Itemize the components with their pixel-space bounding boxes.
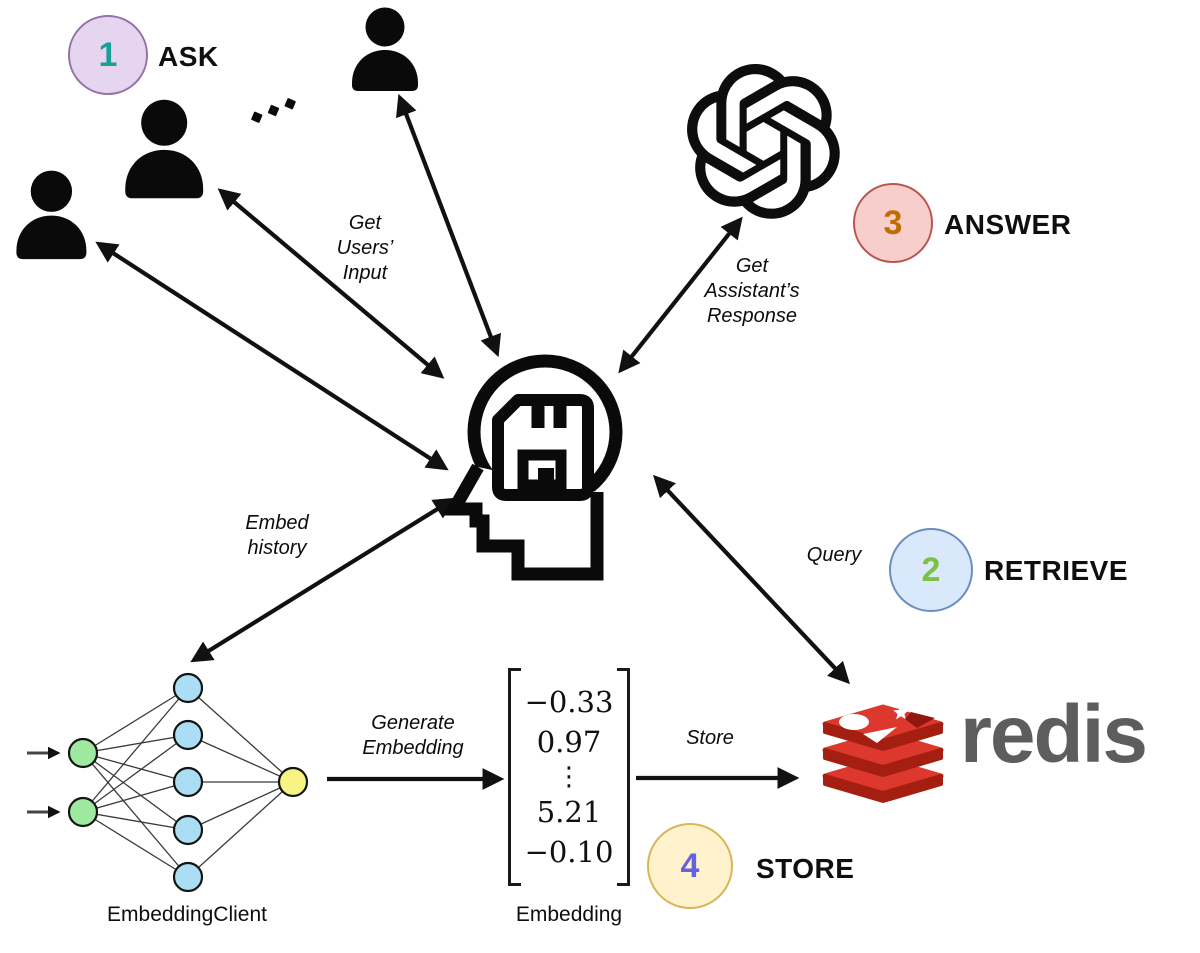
vector-right-bracket — [617, 668, 630, 886]
arrow-assistant-embedder — [190, 497, 456, 663]
redis-square-shape — [905, 712, 935, 728]
step-label-ask: ASK — [158, 41, 219, 72]
step-badge-2: 2 — [889, 528, 973, 612]
nn-input-node — [67, 737, 99, 769]
nn-hidden-node — [172, 861, 204, 893]
arrow-assistant-redis-query — [653, 474, 850, 685]
nn-hidden-node — [172, 719, 204, 751]
edge-label-query: Query — [806, 544, 862, 566]
edge-label-get-users-input: Get Users’ Input — [336, 212, 394, 284]
step-badge-3: 3 — [853, 183, 933, 263]
openai-logo-icon — [687, 64, 840, 219]
step-label-retrieve: RETRIEVE — [984, 555, 1129, 586]
memory-card-icon — [492, 394, 594, 501]
step-number: 2 — [921, 550, 941, 589]
vector-value: −0.33 — [524, 685, 614, 719]
redis-logo-icon — [822, 704, 944, 803]
edge-label-generate-embedding: Generate Embedding — [362, 712, 464, 759]
embedding-client-caption: EmbeddingClient — [107, 903, 267, 926]
vector-value: 5.21 — [536, 795, 602, 829]
vector-vertical-ellipsis: ⋮ — [556, 762, 582, 792]
vector-left-bracket — [508, 668, 521, 886]
vector-value: 0.97 — [536, 725, 602, 759]
step-number: 1 — [98, 35, 118, 74]
redis-ellipse-shape — [839, 714, 869, 730]
step-badge-1: 1 — [68, 15, 148, 95]
redis-wordmark: redis — [960, 689, 1148, 780]
step-badge-4: 4 — [647, 823, 733, 909]
redis-triangle-shape — [863, 727, 897, 743]
arrow-assistant-openai — [618, 216, 743, 374]
nn-hidden-node — [172, 766, 204, 798]
nn-hidden-node — [172, 672, 204, 704]
step-label-store: STORE — [756, 853, 855, 884]
nn-input-node — [67, 796, 99, 828]
step-label-answer: ANSWER — [944, 209, 1072, 240]
vector-values: −0.33 0.97 ⋮ 5.21 −0.10 — [521, 668, 617, 886]
edge-label-store: Store — [686, 727, 734, 749]
head-with-memory-icon — [442, 354, 623, 581]
step-number: 3 — [883, 203, 903, 242]
user-silhouette-icon — [352, 7, 418, 91]
nn-output-node — [277, 766, 309, 798]
redis-star-shape — [893, 705, 909, 720]
user-silhouette-icon — [16, 170, 87, 260]
neural-network-icon — [27, 672, 309, 893]
edge-label-embed-history: Embed history — [245, 512, 309, 559]
nn-hidden-node — [172, 814, 204, 846]
step-number: 4 — [680, 846, 700, 885]
embedding-caption: Embedding — [515, 903, 623, 926]
embedding-vector: −0.33 0.97 ⋮ 5.21 −0.10 — [508, 668, 630, 886]
arrow-user-top-assistant — [396, 93, 501, 358]
vector-value: −0.10 — [524, 835, 614, 869]
arrow-user-left-assistant — [95, 241, 449, 471]
user-silhouette-icon — [125, 99, 204, 199]
edge-label-get-assistants-response: Get Assistant’s Response — [704, 255, 800, 327]
